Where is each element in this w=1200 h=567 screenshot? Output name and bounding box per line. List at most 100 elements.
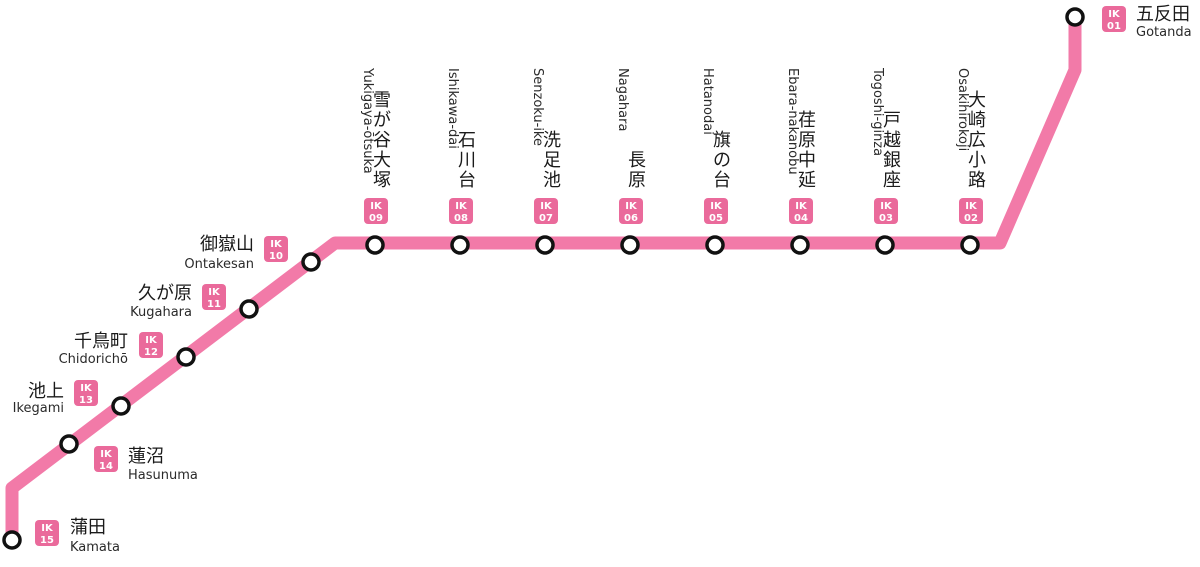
station-marker[interactable]	[59, 434, 79, 454]
badge-line-code: IK	[370, 201, 383, 212]
badge-station-number: 14	[99, 461, 113, 472]
badge-station-number: 07	[539, 213, 553, 224]
badge-line-code: IK	[208, 287, 221, 298]
badge-background	[619, 198, 643, 224]
station-marker[interactable]	[535, 235, 555, 255]
badge-background	[789, 198, 813, 224]
badge-background	[264, 236, 288, 262]
station-name-en: Senzoku-ike	[530, 68, 545, 146]
badge-station-number: 05	[709, 213, 723, 224]
station-name-ja: 御嶽山	[200, 234, 254, 255]
station-name-en: Nagahara	[615, 68, 630, 131]
station-marker[interactable]	[365, 235, 385, 255]
station-name-en: Ishikawa-dai	[445, 68, 460, 149]
station-name-ja: 荏原中延	[798, 110, 816, 191]
station-marker[interactable]	[239, 299, 259, 319]
station-name-ja: 長原	[628, 150, 646, 191]
station-name-en: Kamata	[70, 540, 120, 555]
station-name-ja: 大崎広小路	[968, 90, 986, 191]
station-name-en: Gotanda	[1136, 25, 1192, 40]
station-marker[interactable]	[2, 530, 22, 550]
badge-line-code: IK	[80, 383, 93, 394]
station-name-ja: 久が原	[138, 283, 192, 304]
station-marker[interactable]	[705, 235, 725, 255]
badge-line-code: IK	[880, 201, 893, 212]
station-name-en: Ontakesan	[184, 257, 254, 272]
badge-line-code: IK	[1108, 9, 1121, 20]
badge-line-code: IK	[455, 201, 468, 212]
station-marker[interactable]	[1065, 7, 1085, 27]
station-marker[interactable]	[450, 235, 470, 255]
station-marker[interactable]	[111, 396, 131, 416]
badge-line-code: IK	[710, 201, 723, 212]
station-name-ja: 池上	[28, 381, 64, 402]
station-name-ja: 雪が谷大塚	[373, 90, 391, 191]
badge-station-number: 10	[269, 251, 283, 262]
badge-line-code: IK	[270, 239, 283, 250]
badge-background	[139, 332, 163, 358]
station-marker[interactable]	[960, 235, 980, 255]
station-name-en: Kugahara	[130, 305, 192, 320]
badge-line-code: IK	[625, 201, 638, 212]
badge-background	[874, 198, 898, 224]
badge-background	[534, 198, 558, 224]
badge-background	[1102, 6, 1126, 32]
badge-station-number: 13	[79, 395, 93, 406]
station-name-ja: 千鳥町	[74, 331, 128, 352]
badge-line-code: IK	[795, 201, 808, 212]
station-name-ja: 蒲田	[70, 517, 106, 538]
station-marker[interactable]	[875, 235, 895, 255]
badge-line-code: IK	[145, 335, 158, 346]
badge-station-number: 12	[144, 347, 158, 358]
badge-station-number: 04	[794, 213, 808, 224]
badge-background	[449, 198, 473, 224]
station-name-ja: 洗足池	[543, 130, 561, 191]
station-name-ja: 石川台	[458, 130, 476, 191]
station-name-ja: 戸越銀座	[883, 110, 901, 191]
station-name-en: Hatanodai	[700, 68, 715, 135]
station-marker[interactable]	[301, 252, 321, 272]
badge-station-number: 08	[454, 213, 468, 224]
badge-station-number: 06	[624, 213, 638, 224]
badge-background	[74, 380, 98, 406]
badge-background	[364, 198, 388, 224]
station-marker[interactable]	[790, 235, 810, 255]
station-marker[interactable]	[176, 347, 196, 367]
station-marker[interactable]	[620, 235, 640, 255]
badge-station-number: 01	[1107, 21, 1121, 32]
badge-background	[959, 198, 983, 224]
badge-background	[704, 198, 728, 224]
station-name-en: Ebara-nakanobu	[785, 68, 800, 175]
station-name-en: Osakihirokoji	[955, 68, 970, 151]
badge-background	[35, 520, 59, 546]
line-track	[5, 10, 1082, 547]
badge-line-code: IK	[540, 201, 553, 212]
badge-station-number: 15	[40, 535, 54, 546]
